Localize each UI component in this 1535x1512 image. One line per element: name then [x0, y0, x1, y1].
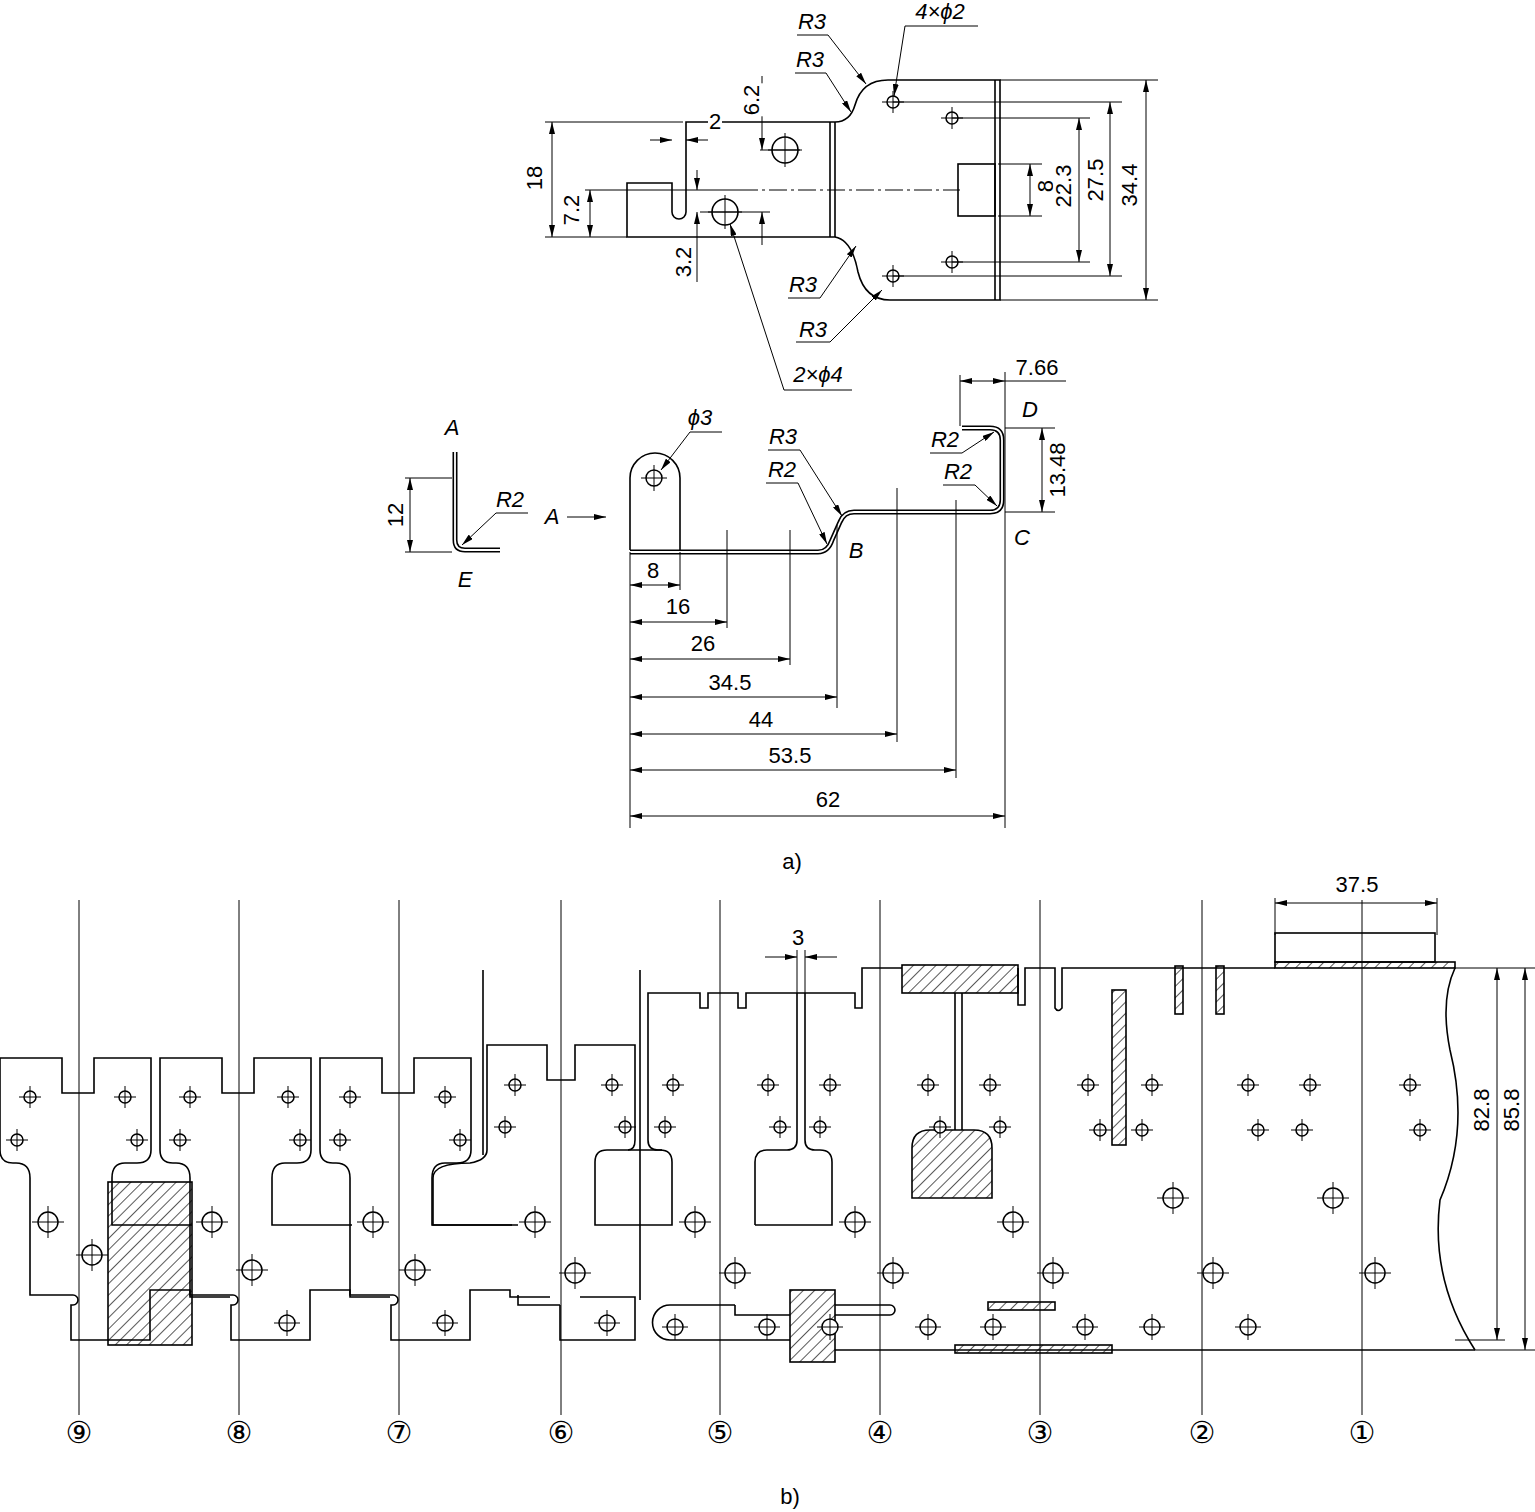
dimension-label: 12 — [385, 502, 407, 528]
dimension-label: R2 — [943, 461, 973, 483]
dimension-label: R3 — [788, 274, 818, 296]
dimension-label: R3 — [797, 11, 827, 33]
station-number: ② — [1188, 1418, 1217, 1448]
dimension-label: 34.4 — [1119, 163, 1141, 208]
dimension-label: 34.5 — [708, 672, 753, 694]
dimension-label: ϕ3 — [687, 407, 713, 429]
dimension-label: 3 — [791, 927, 805, 949]
station-number: ⑧ — [225, 1418, 254, 1448]
dimension-label: R3 — [768, 426, 798, 448]
dimension-label: 3.2 — [673, 246, 695, 279]
dimension-label: 4×ϕ2 — [914, 1, 966, 23]
dimension-label: 7.2 — [561, 194, 583, 227]
dimension-label: R3 — [795, 49, 825, 71]
dimension-label: 27.5 — [1085, 158, 1107, 203]
dimension-label: R2 — [930, 429, 960, 451]
dimension-label: 44 — [748, 709, 774, 731]
dimension-label: 26 — [690, 633, 716, 655]
station-number: ⑥ — [547, 1418, 576, 1448]
dimension-label: 13.48 — [1047, 441, 1069, 498]
dimension-label: 18 — [524, 165, 546, 191]
dimension-label: a) — [781, 851, 803, 873]
dimension-label: D — [1021, 399, 1039, 421]
dimension-label: 7.66 — [1015, 357, 1060, 379]
dimension-label: B — [848, 540, 865, 562]
dimension-label: 8 — [646, 560, 660, 582]
dimension-label: R2 — [767, 459, 797, 481]
dimension-label: 62 — [815, 789, 841, 811]
station-number: ⑤ — [706, 1418, 735, 1448]
dimension-label: C — [1013, 527, 1031, 549]
dimension-label: A — [444, 417, 461, 439]
dimension-label: b) — [779, 1486, 801, 1508]
station-number: ⑦ — [385, 1418, 414, 1448]
dimension-label: R2 — [495, 489, 525, 511]
dimension-label: R3 — [798, 319, 828, 341]
dimension-label: 2×ϕ4 — [792, 364, 844, 386]
dimension-label: A — [544, 506, 561, 528]
station-number: ① — [1348, 1418, 1377, 1448]
dimension-label: 6.2 — [741, 84, 763, 117]
station-number: ④ — [866, 1418, 895, 1448]
station-number: ⑨ — [65, 1418, 94, 1448]
dimension-label: 53.5 — [768, 745, 813, 767]
dimension-label: 16 — [665, 596, 691, 618]
dimension-label: 85.8 — [1501, 1088, 1523, 1133]
dimension-label: 37.5 — [1335, 874, 1380, 896]
dimension-label: 2 — [708, 111, 722, 133]
station-number: ③ — [1026, 1418, 1055, 1448]
dimension-label: 82.8 — [1471, 1088, 1493, 1133]
dimension-label: 22.3 — [1053, 164, 1075, 209]
dimension-label: E — [457, 569, 474, 591]
